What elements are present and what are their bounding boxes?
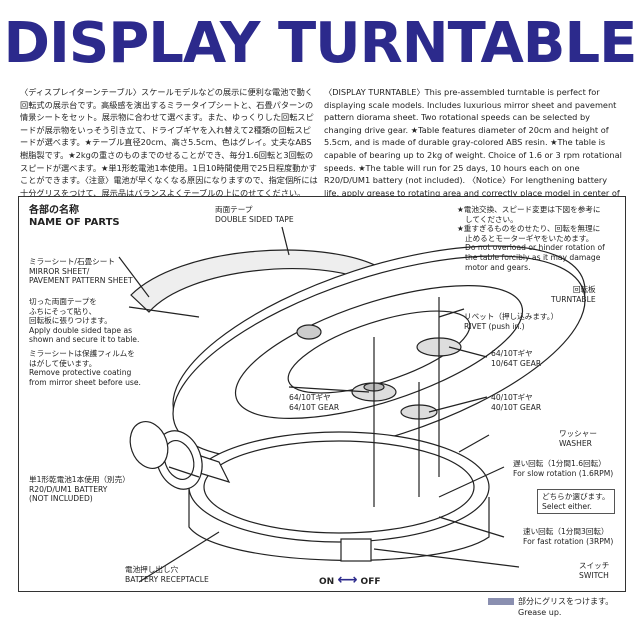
apply-tape-en2: shown and secure it to table. — [29, 335, 140, 345]
slow-rotation-jp: 遅い回転（1分間1.6回転） — [513, 459, 606, 468]
grease-legend-en: Grease up. — [518, 608, 562, 617]
warning-jp4: 止めるとモーターギヤをいためます。 — [465, 233, 594, 243]
select-either-box: どちらか選びます。 Select either. — [537, 489, 615, 515]
switch-label-en: SWITCH — [579, 570, 609, 580]
grease-legend: 部分にグリスをつけます。 Grease up. — [488, 596, 613, 618]
tape-label-en: DOUBLE SIDED TAPE — [215, 214, 294, 224]
battery-label-en2: (NOT INCLUDED) — [29, 494, 93, 504]
fast-rotation-en: For fast rotation (3RPM) — [523, 536, 614, 546]
remove-film-en1: Remove protective coating — [29, 368, 132, 378]
gear64-right-label-en: 10/64T GEAR — [491, 358, 542, 368]
warning-en3: motor and gears. — [465, 262, 531, 272]
fast-rotation-jp: 速い回転（1分間3回転） — [523, 527, 609, 536]
warning-jp2: してください。 — [465, 214, 518, 224]
remove-film-jp1: ミラーシートは保護フィルムを — [29, 349, 135, 358]
grease-legend-jp: 部分にグリスをつけます。 — [518, 597, 614, 606]
gear64-right-label-jp: 64/10Tギヤ — [491, 349, 533, 358]
select-either-jp: どちらか選びます。 — [542, 492, 610, 501]
battery-label-en1: R20/D/UM1 BATTERY — [29, 484, 108, 494]
mirror-label-en2: PAVEMENT PATTERN SHEET — [29, 276, 133, 286]
parts-heading-jp: 各部の名称 — [29, 205, 79, 216]
parts-diagram-panel: 各部の名称 NAME OF PARTS 両面テープ DOUBLE SIDED T… — [18, 196, 626, 592]
rivet-label-en: RIVET (push in.) — [464, 321, 525, 331]
gear-64-right — [416, 297, 462, 477]
intro-japanese: 〈ディスプレイターンテーブル〉スケールモデルなどの展示に便利な電池で動く回転式の… — [20, 87, 318, 198]
gear40-label-jp: 40/10Tギヤ — [491, 393, 533, 402]
grease-swatch — [488, 598, 514, 605]
turntable-disk-edge — [172, 255, 586, 459]
warning-en2: the table forcibly as it may damage — [465, 252, 601, 262]
intro-english: 〈DISPLAY TURNTABLE〉This pre-assembled tu… — [324, 87, 622, 210]
switch-direction: ON ⟷ OFF — [319, 572, 381, 588]
warning-jp1: ★電池交換、スピード変更は下図を参考に — [457, 205, 601, 214]
receptacle-label-en: BATTERY RECEPTACLE — [125, 574, 209, 584]
switch-arrow-icon: ⟷ — [337, 572, 358, 588]
parts-heading-en: NAME OF PARTS — [29, 217, 120, 228]
washer-label-en: WASHER — [559, 438, 592, 448]
warning-jp3: ★重すぎるものをのせたり、回転を無理に — [457, 224, 601, 234]
switch-on-label: ON — [319, 577, 335, 587]
washer-label-jp: ワッシャー — [559, 429, 597, 438]
battery-label-jp: 単1形乾電池1本使用（別売） — [29, 475, 130, 484]
gear64-left-label-jp: 64/10Tギヤ — [289, 393, 331, 402]
gear-40 — [400, 382, 438, 497]
warning-en1: Do not overload or hinder rotation of — [465, 243, 605, 253]
gear64-left-label-en: 64/10T GEAR — [289, 402, 340, 412]
switch-label-jp: スイッチ — [579, 561, 610, 570]
slow-rotation-en: For slow rotation (1.6RPM) — [513, 468, 614, 478]
receptacle-label-jp: 電池押し出し穴 — [125, 565, 179, 574]
gear40-label-en: 40/10T GEAR — [491, 402, 542, 412]
switch-off-label: OFF — [360, 577, 381, 587]
gear-64-left — [351, 337, 397, 507]
switch-shape — [340, 538, 372, 562]
turntable-exploded-diagram — [118, 226, 586, 583]
apply-tape-jp2: ふちにそって貼り、 — [29, 306, 97, 316]
turntable-label-en: TURNTABLE — [551, 294, 596, 304]
turntable-label-jp: 回転板 — [572, 285, 596, 294]
page-title: DISPLAY TURNTABLE — [3, 11, 638, 76]
apply-tape-en1: Apply double sided tape as — [29, 325, 133, 335]
mirror-label-en1: MIRROR SHEET/ — [29, 266, 90, 276]
select-either-en: Select either. — [542, 501, 592, 511]
apply-tape-jp1: 切った両面テープを — [29, 297, 97, 306]
rivet-label-jp: リベット（押し込みます。） — [464, 312, 559, 321]
apply-tape-jp3: 回転板に張りつけます。 — [29, 316, 112, 326]
base-housing — [188, 487, 490, 561]
tape-label-jp: 両面テープ — [215, 205, 253, 214]
remove-film-jp2: はがして使います。 — [29, 358, 97, 368]
base-top — [188, 431, 490, 543]
remove-film-en2: from mirror sheet before use. — [29, 377, 141, 387]
mirror-label-jp: ミラーシート/石畳シート — [29, 257, 115, 266]
